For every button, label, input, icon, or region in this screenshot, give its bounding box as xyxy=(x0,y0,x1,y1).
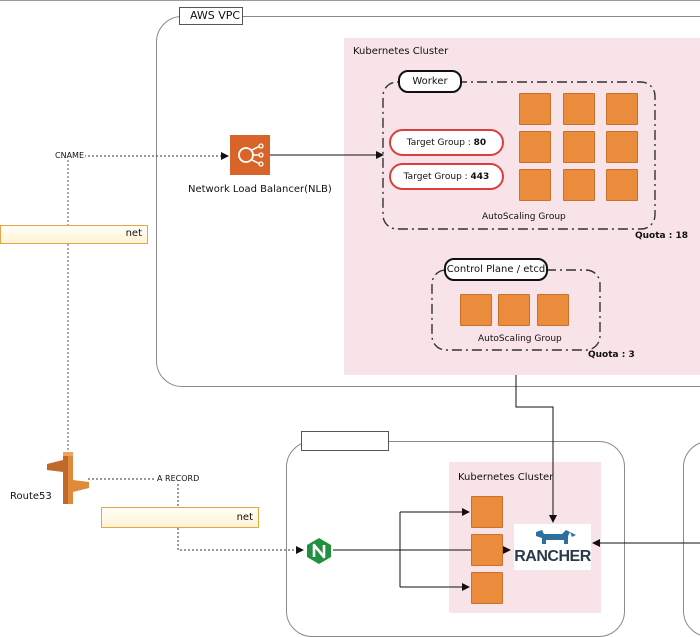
vpc-bottom-label xyxy=(301,431,389,451)
rancher-wordmark: RANCHER xyxy=(514,548,591,565)
domain-box-top: net xyxy=(0,225,148,244)
target-group-prefix: Target Group : xyxy=(406,138,474,148)
cluster-to-rancher-arrow xyxy=(515,375,557,523)
worker-asg-label: AutoScaling Group xyxy=(482,212,566,222)
control-plane-node xyxy=(498,294,530,326)
worker-pill: Worker xyxy=(398,70,462,93)
worker-node xyxy=(606,131,638,163)
worker-group-border xyxy=(382,81,656,230)
worker-quota: Quota : 18 xyxy=(635,231,689,241)
rancher-cow-icon xyxy=(536,530,576,544)
control-quota: Quota : 3 xyxy=(588,350,635,360)
worker-node xyxy=(563,131,595,163)
worker-node xyxy=(606,93,638,125)
worker-node xyxy=(563,93,595,125)
cname-label: CNAME xyxy=(54,151,85,160)
target-group-port: 80 xyxy=(473,138,487,148)
a-record-label: A RECORD xyxy=(156,474,201,483)
control-asg-label: AutoScaling Group xyxy=(478,334,562,344)
cluster-node xyxy=(471,534,503,566)
top-border-line xyxy=(0,0,700,1)
nlb-icon xyxy=(230,135,270,175)
target-group-port: 443 xyxy=(470,172,490,182)
cluster-node xyxy=(471,496,503,528)
target-group-80: Target Group : 80 xyxy=(389,129,504,156)
worker-node xyxy=(519,169,551,201)
rancher-logo: RANCHER xyxy=(514,524,591,570)
route53-icon xyxy=(45,450,91,506)
cluster-node xyxy=(471,572,503,604)
kubernetes-cluster-top-title: Kubernetes Cluster xyxy=(353,46,449,57)
control-plane-node xyxy=(537,294,569,326)
target-group-prefix: Target Group : xyxy=(403,172,471,182)
worker-node xyxy=(519,93,551,125)
control-plane-pill: Control Plane / etcd xyxy=(444,258,548,281)
worker-node xyxy=(606,169,638,201)
worker-node xyxy=(563,169,595,201)
nginx-icon xyxy=(305,537,333,565)
worker-node xyxy=(519,131,551,163)
a-record-drop xyxy=(177,484,304,554)
target-group-443: Target Group : 443 xyxy=(389,163,504,190)
control-plane-node xyxy=(460,294,492,326)
route53-label: Route53 xyxy=(10,491,52,502)
kubernetes-cluster-bottom-title: Kubernetes Cluster xyxy=(458,472,554,483)
vpc-label: AWS VPC xyxy=(179,7,243,25)
domain-box-bottom: net xyxy=(101,507,259,528)
nlb-label: Network Load Balancer(NLB) xyxy=(188,184,332,195)
